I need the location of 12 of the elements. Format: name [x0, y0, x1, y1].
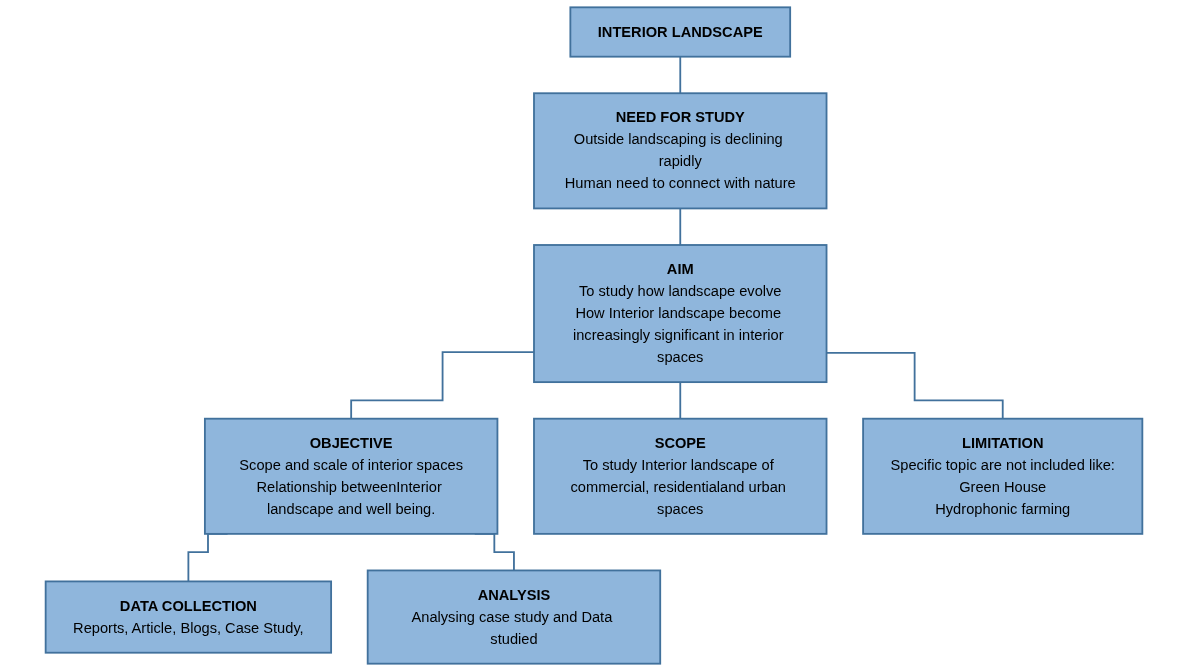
node-box: INTERIOR LANDSCAPE	[569, 6, 792, 58]
connector	[679, 55, 682, 95]
node-box: AIM To study how landscape evolve How Interior landscape become increasingly significant in interior spaces	[533, 244, 828, 384]
node-box: DATA COLLECTION Reports, Article, Blogs, Case Study,	[44, 580, 333, 654]
connector	[679, 381, 682, 420]
node-box: LIMITATION Specific topic are not included like: Green House Hydrophonic farming	[862, 417, 1144, 535]
node-box: OBJECTIVE Scope and scale of interior spaces Relationship betweenInterior landscape and well being.	[204, 417, 499, 535]
node-box: ANALYSIS Analysing case study and Data studied	[366, 569, 662, 665]
connector	[350, 351, 535, 420]
node-box: NEED FOR STUDY Outside landscaping is declining rapidly Human need to connect with nature	[533, 92, 828, 210]
connector	[679, 207, 682, 246]
node-box: SCOPE To study Interior landscape of commercial, residentialand urban spaces	[533, 417, 828, 535]
